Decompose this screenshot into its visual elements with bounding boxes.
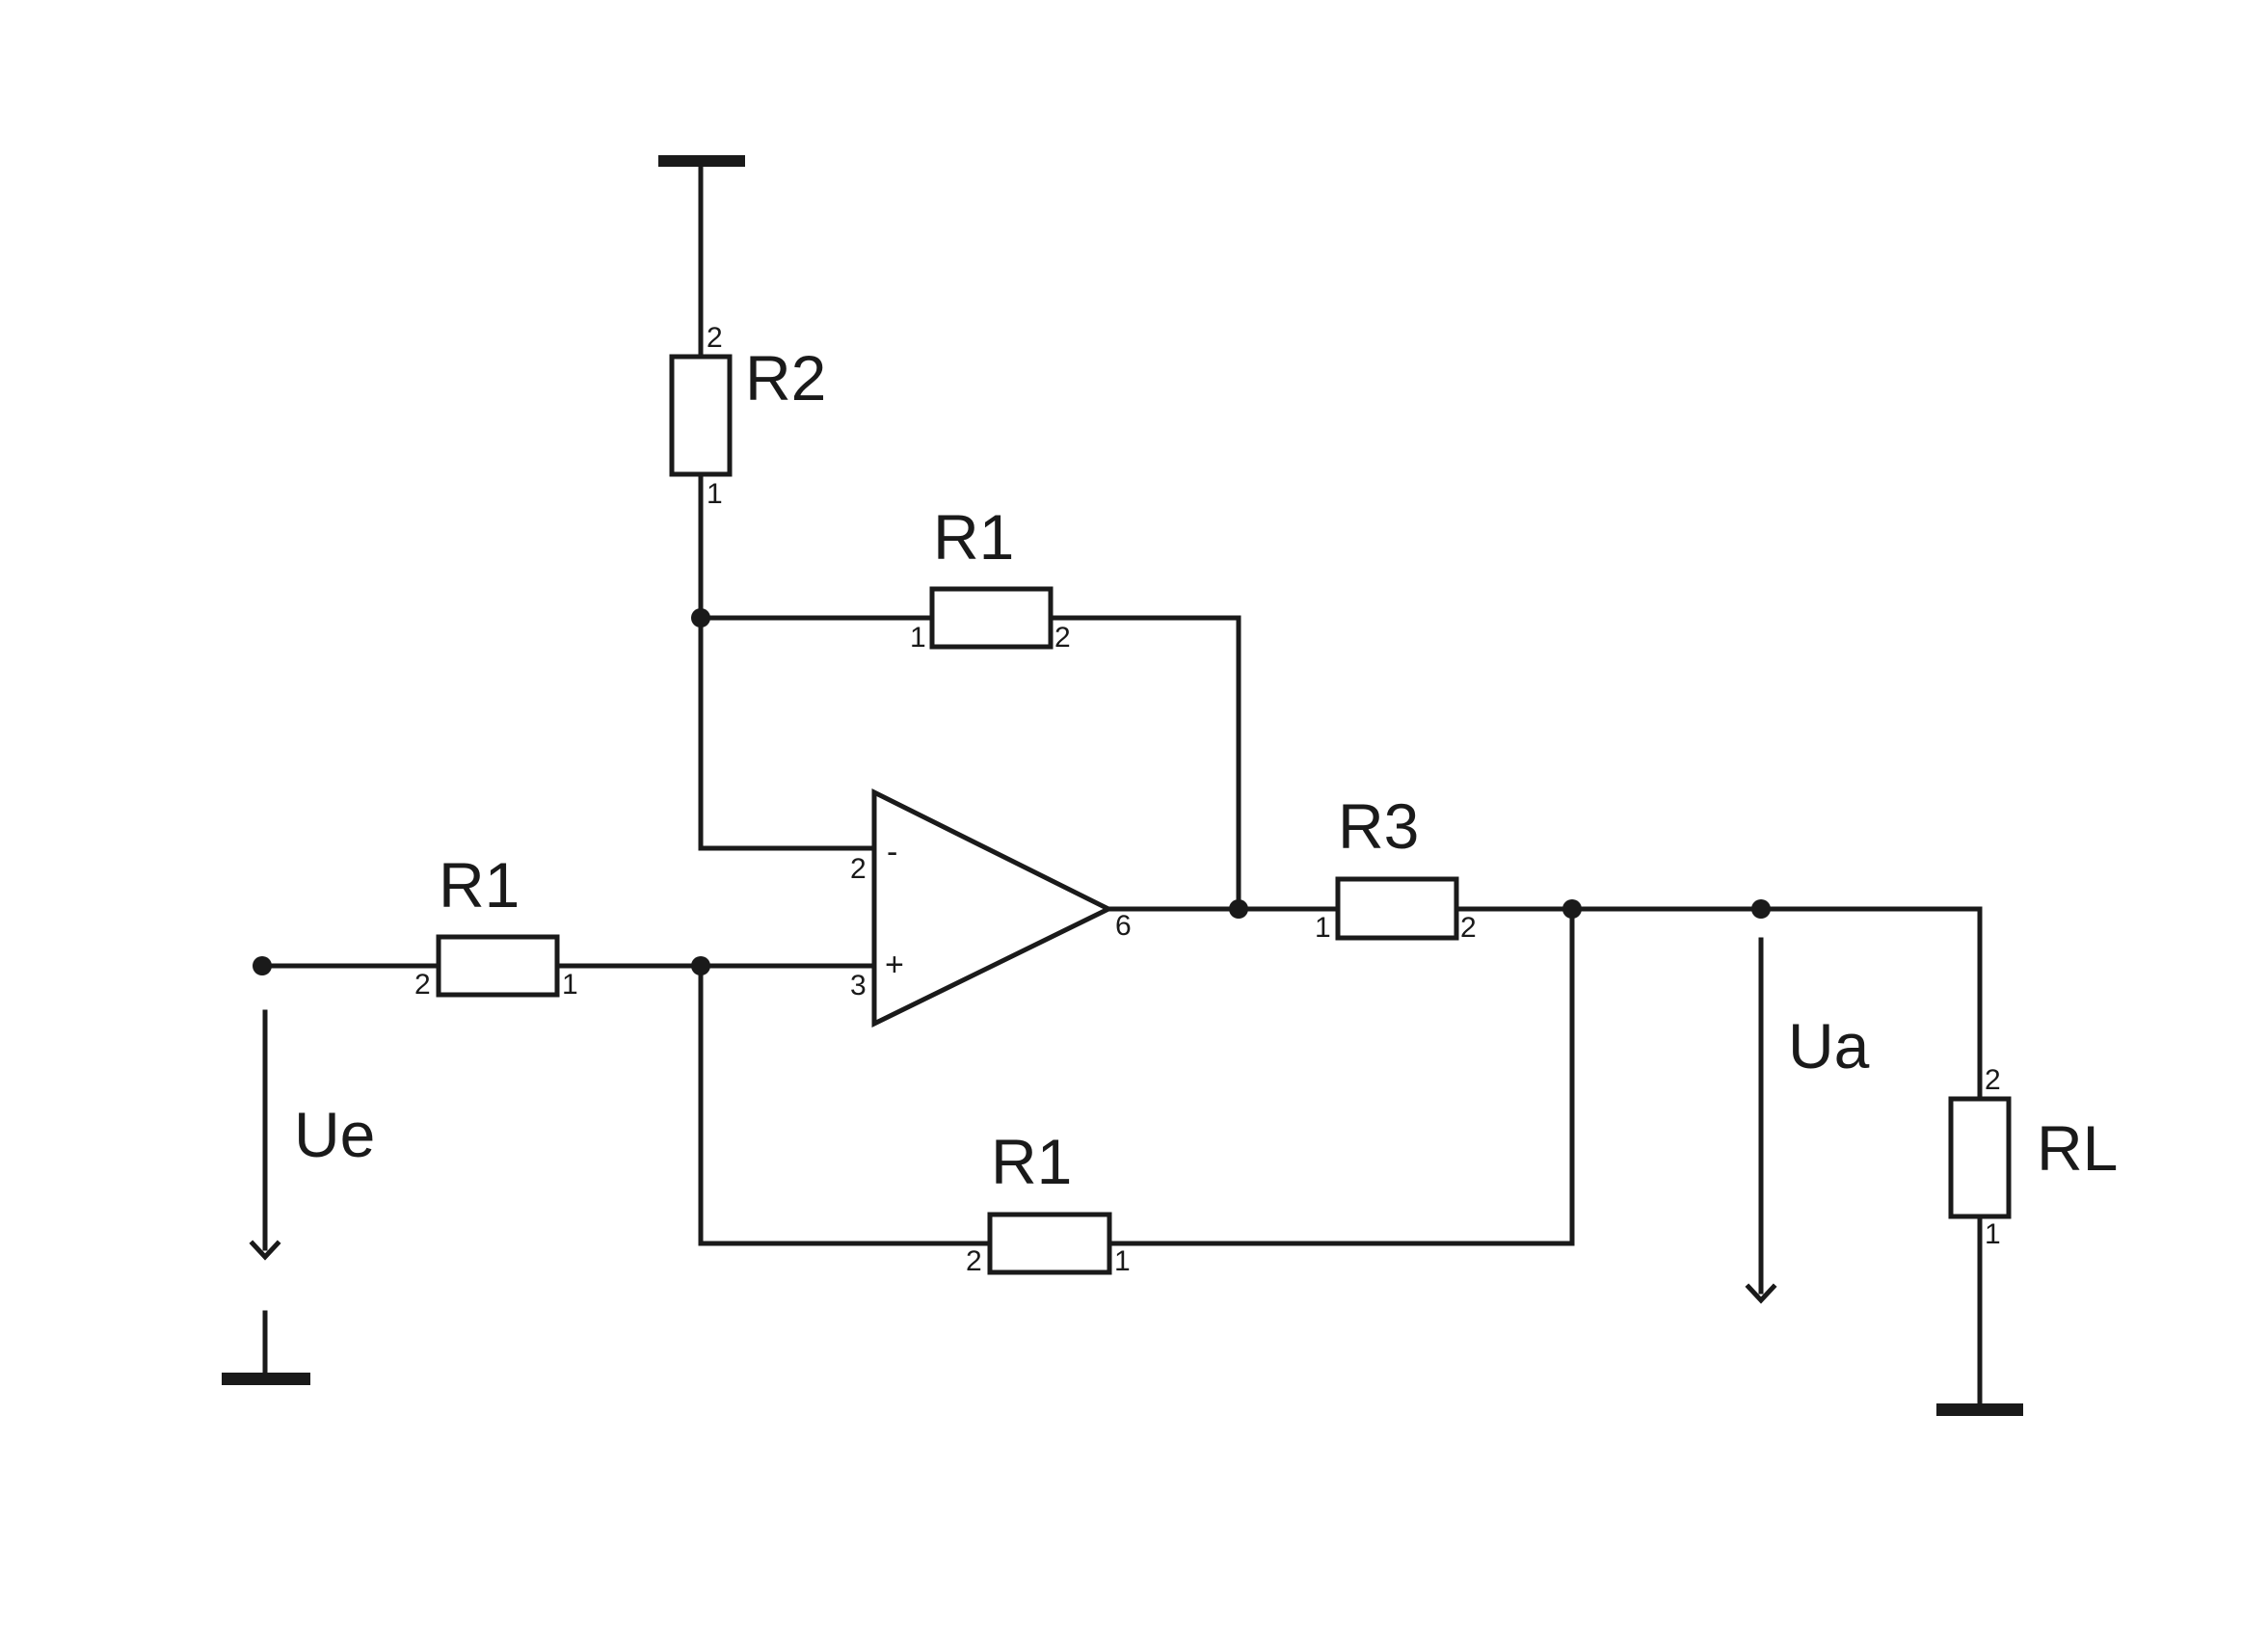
junction-dot-r2-node bbox=[691, 608, 710, 628]
pin-r2-bottom: 1 bbox=[707, 478, 723, 510]
pin-r3-right: 2 bbox=[1460, 912, 1477, 944]
pin-r1-feedback-right: 2 bbox=[1054, 622, 1071, 654]
resistor-r1-feedback-body bbox=[929, 586, 1054, 650]
junction-dot-output bbox=[1229, 899, 1248, 919]
pin-r1-bottom-right: 1 bbox=[1114, 1245, 1131, 1277]
opamp-minus-sign: - bbox=[887, 834, 897, 870]
ue-arrow-head bbox=[249, 1240, 281, 1261]
wires bbox=[249, 158, 1983, 1407]
junction-dot-noninv-node bbox=[691, 956, 710, 975]
label-r1-feedback: R1 bbox=[933, 501, 1014, 573]
pin-r1-input-left: 2 bbox=[414, 969, 431, 1001]
pin-opamp-output: 6 bbox=[1115, 910, 1132, 942]
resistor-rl-body bbox=[1948, 1096, 2012, 1219]
label-rl: RL bbox=[2037, 1112, 2118, 1184]
label-r1-bottom: R1 bbox=[991, 1126, 1072, 1197]
resistor-r2-body bbox=[669, 354, 733, 477]
pin-r1-input-right: 1 bbox=[562, 969, 578, 1001]
opamp-plus-sign: + bbox=[885, 947, 904, 983]
opamp-triangle bbox=[871, 788, 1114, 1028]
pin-r1-bottom-left: 2 bbox=[966, 1245, 982, 1277]
resistor-r1-bottom-body bbox=[987, 1212, 1112, 1275]
pin-r3-left: 1 bbox=[1315, 912, 1331, 944]
input-terminal bbox=[253, 956, 272, 975]
ground-bar-left bbox=[222, 1373, 310, 1385]
junction-dot-r3-right bbox=[1562, 899, 1582, 919]
label-r1-input: R1 bbox=[439, 849, 520, 921]
label-r3: R3 bbox=[1338, 790, 1419, 862]
pin-r1-feedback-left: 1 bbox=[910, 622, 926, 654]
pin-r2-top: 2 bbox=[707, 322, 723, 354]
label-ua: Ua bbox=[1788, 1010, 1870, 1082]
label-r2: R2 bbox=[745, 342, 826, 414]
resistor-r3-body bbox=[1335, 876, 1459, 941]
pin-rl-top: 2 bbox=[1985, 1064, 2001, 1096]
pin-opamp-inverting: 2 bbox=[850, 853, 867, 885]
ua-arrow-head bbox=[1745, 1283, 1777, 1304]
ground-bar-top bbox=[658, 155, 745, 167]
pin-opamp-noninverting: 3 bbox=[850, 970, 867, 1001]
resistor-r1-input-body bbox=[436, 934, 560, 998]
junction-dot-ua bbox=[1751, 899, 1771, 919]
pin-rl-bottom: 1 bbox=[1985, 1218, 2001, 1250]
ground-bar-right bbox=[1936, 1403, 2023, 1416]
label-ue: Ue bbox=[294, 1099, 375, 1170]
